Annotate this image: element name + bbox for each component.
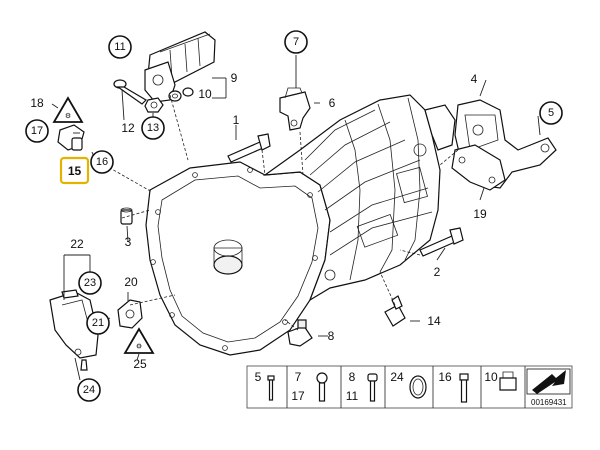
callout-23[interactable]: 23 — [78, 271, 102, 295]
dowel-part-3 — [120, 207, 133, 225]
plug-part-14 — [384, 295, 406, 327]
callout-25: 25 — [133, 357, 147, 371]
callout-18: 18 — [30, 96, 44, 110]
callout-label: 6 — [329, 96, 336, 110]
transmission-housing — [145, 94, 456, 356]
callout-1: 1 — [233, 113, 240, 127]
callout-7[interactable]: 7 — [284, 30, 308, 54]
legend-clip-icon — [499, 371, 517, 391]
callout-10: 10 — [198, 87, 212, 101]
svg-text:⚙: ⚙ — [136, 343, 142, 351]
legend-label: 16 — [438, 370, 452, 384]
callout-label: 7 — [293, 36, 299, 48]
callout-9: 9 — [231, 71, 238, 85]
warning-triangle-icon: ⚙ — [123, 327, 155, 354]
callout-label: 24 — [83, 384, 95, 396]
legend-nut-icon — [459, 373, 469, 403]
callout-label: 14 — [427, 314, 441, 328]
sensor-part-15 — [57, 124, 85, 151]
bolt-part-1 — [227, 133, 271, 163]
callout-13[interactable]: 13 — [141, 116, 165, 140]
callout-4: 4 — [471, 72, 478, 86]
callout-label: 3 — [125, 235, 132, 249]
callout-label: 19 — [473, 207, 487, 221]
switch-part-8 — [287, 319, 313, 347]
legend-label: 5 — [255, 370, 262, 384]
transmission-mount-bracket — [451, 99, 557, 191]
callout-11[interactable]: 11 — [108, 35, 132, 59]
callout-label: 21 — [92, 317, 104, 329]
callout-5[interactable]: 5 — [539, 101, 563, 125]
triangle-glyph-1: ⚙ — [65, 112, 71, 120]
callout-label: 13 — [147, 122, 159, 134]
callout-label: 5 — [548, 107, 554, 119]
screw-part-24 — [80, 359, 88, 371]
bolt-part-12 — [113, 79, 147, 105]
legend-label: 10 — [484, 370, 498, 384]
legend-o-ring-icon — [409, 375, 427, 399]
document-number: 00169431 — [531, 398, 567, 407]
callout-15-highlighted[interactable]: 15 — [59, 156, 90, 185]
callout-21[interactable]: 21 — [86, 311, 110, 335]
legend-arrow-icon — [526, 368, 571, 395]
legend-label: 7 — [295, 370, 302, 384]
callout-label: 16 — [96, 156, 108, 168]
callout-label: 4 — [471, 72, 478, 86]
callout-19: 19 — [473, 207, 487, 221]
callout-22: 22 — [70, 237, 84, 251]
callout-12: 12 — [121, 121, 135, 135]
parts-legend: 5 7 17 8 11 24 16 10 — [246, 365, 573, 409]
callout-24[interactable]: 24 — [77, 378, 101, 402]
bracket-part-6 — [279, 87, 311, 131]
callout-label: 18 — [30, 96, 44, 110]
sensor-part-20 — [117, 299, 143, 329]
legend-label: 17 — [291, 389, 305, 403]
nut-part-13 — [144, 97, 164, 113]
callout-8: 8 — [328, 329, 335, 343]
bolt-part-2 — [419, 227, 464, 257]
callout-label: 1 — [233, 113, 240, 127]
callout-label: 23 — [84, 277, 96, 289]
callout-17[interactable]: 17 — [25, 119, 49, 143]
warning-triangle-icon: ⚙ — [52, 96, 84, 123]
callout-label: 20 — [124, 275, 138, 289]
legend-screw-icon — [316, 372, 328, 402]
callout-2: 2 — [434, 265, 441, 279]
callout-label: 10 — [198, 87, 212, 101]
legend-label: 24 — [390, 370, 404, 384]
callout-label: 2 — [434, 265, 441, 279]
callout-label: 15 — [68, 164, 82, 178]
callout-6: 6 — [329, 96, 336, 110]
actuator-part-11 — [144, 31, 216, 103]
legend-label: 8 — [349, 370, 356, 384]
callout-16[interactable]: 16 — [90, 150, 114, 174]
callout-label: 12 — [121, 121, 135, 135]
callout-14: 14 — [427, 314, 441, 328]
legend-label: 11 — [346, 389, 359, 403]
legend-stud-icon — [367, 373, 378, 402]
legend-bolt-icon — [267, 375, 275, 401]
washer-part-10 — [168, 87, 194, 102]
callout-label: 8 — [328, 329, 335, 343]
callout-label: 17 — [31, 125, 43, 137]
callout-label: 11 — [114, 41, 125, 53]
callout-20: 20 — [124, 275, 138, 289]
callout-3: 3 — [125, 235, 132, 249]
svg-text:⚙: ⚙ — [65, 112, 71, 120]
callout-label: 9 — [231, 71, 238, 85]
callout-label: 25 — [133, 357, 147, 371]
clip-part-23 — [61, 289, 79, 299]
callout-label: 22 — [70, 237, 84, 251]
